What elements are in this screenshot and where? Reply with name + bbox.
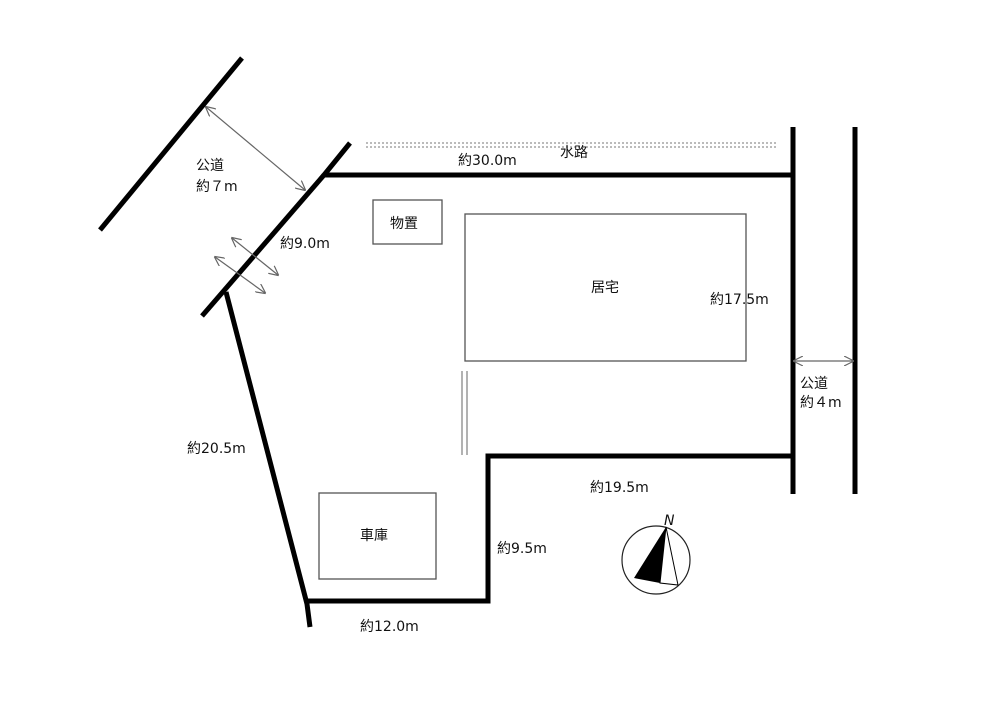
lot-boundary	[318, 141, 793, 178]
north-compass: N	[621, 513, 691, 595]
north-mark: N	[664, 513, 675, 529]
compass-circle	[621, 525, 691, 595]
road-left-width-arrow	[206, 107, 305, 190]
compass-needle-filled	[634, 527, 666, 583]
north-edge-dimension: 約30.0m	[458, 153, 517, 169]
road-left-label-1: 公道	[196, 158, 224, 174]
nw-entrance-arrow-1	[232, 238, 278, 275]
storage-building	[372, 199, 443, 245]
road-right-label-2: 約４m	[800, 395, 842, 411]
lot-boundary-south-step	[305, 453, 793, 604]
south-left-edge-dimension: 約12.0m	[360, 619, 419, 635]
garage-label: 車庫	[360, 527, 388, 544]
garage-building	[318, 492, 437, 580]
lot-boundary-west-south	[223, 291, 313, 628]
nw-edge-dimension: 約9.0m	[280, 236, 330, 252]
south-right-edge-dimension: 約19.5m	[590, 480, 649, 496]
east-edge-dimension: 約17.5m	[710, 292, 769, 308]
nw-entrance-arrow-2	[215, 257, 265, 293]
house-building	[464, 213, 747, 362]
waterway-label: 水路	[560, 145, 588, 161]
compass-needle-outline	[659, 526, 679, 586]
step-edge-dimension: 約9.5m	[497, 541, 547, 557]
road-right-label-1: 公道	[800, 376, 828, 392]
road-left-label-2: 約７m	[196, 179, 238, 195]
house-label: 居宅	[591, 280, 619, 296]
west-edge-dimension: 約20.5m	[187, 441, 246, 457]
storage-label: 物置	[390, 216, 418, 232]
public-road-left-line	[98, 56, 244, 232]
